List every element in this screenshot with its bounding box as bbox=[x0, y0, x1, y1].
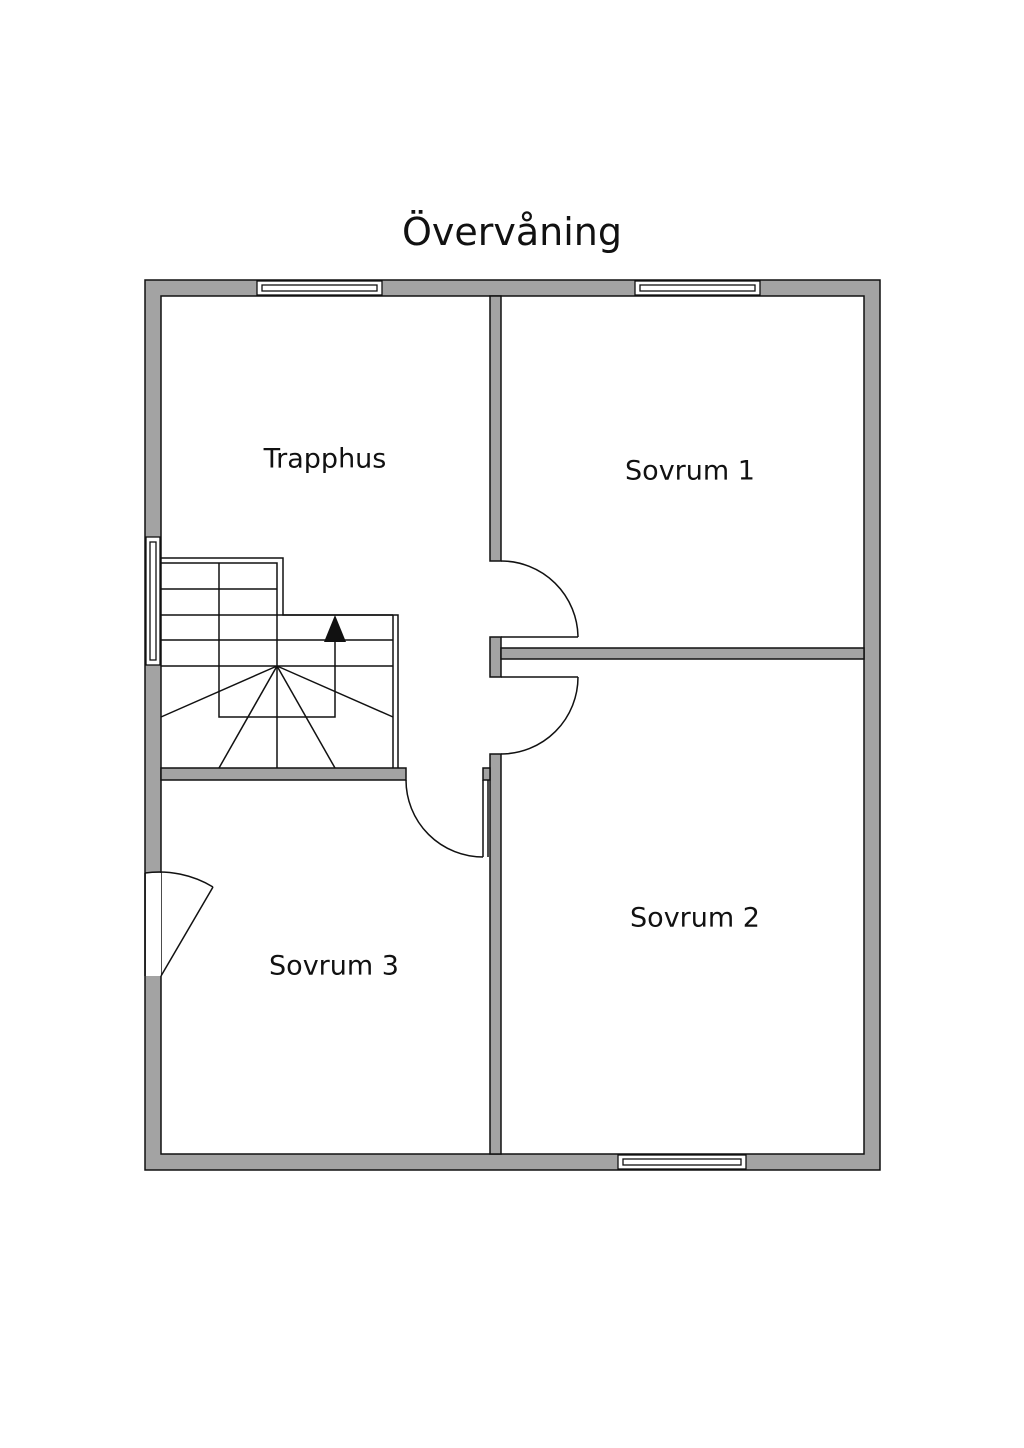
wall-trapphus-bottom bbox=[160, 767, 407, 781]
door-sovrum2[interactable] bbox=[500, 676, 579, 755]
room-label-sovrum2: Sovrum 2 bbox=[630, 902, 760, 934]
door-sovrum1[interactable] bbox=[500, 560, 579, 638]
floor-title: Övervåning bbox=[401, 210, 623, 254]
wall-middle-top bbox=[489, 295, 502, 562]
window-bottom bbox=[617, 1154, 747, 1170]
wall-sovrum1-2 bbox=[500, 647, 865, 660]
wall-middle-stub bbox=[489, 636, 502, 678]
door-sovrum3-balcony[interactable] bbox=[144, 871, 214, 977]
wall-middle-bottom bbox=[489, 753, 502, 1155]
window-top-left bbox=[256, 280, 383, 296]
staircase bbox=[160, 557, 399, 769]
window-top-right bbox=[634, 280, 761, 296]
outer-wall bbox=[144, 279, 881, 1171]
stair-direction-arrow-icon bbox=[324, 615, 346, 642]
window-left bbox=[145, 536, 161, 666]
wall-notch bbox=[482, 767, 491, 781]
room-label-sovrum3: Sovrum 3 bbox=[269, 950, 399, 982]
door-sovrum3[interactable] bbox=[405, 779, 489, 858]
room-label-sovrum1: Sovrum 1 bbox=[625, 455, 755, 487]
room-label-trapphus: Trapphus bbox=[263, 443, 387, 475]
